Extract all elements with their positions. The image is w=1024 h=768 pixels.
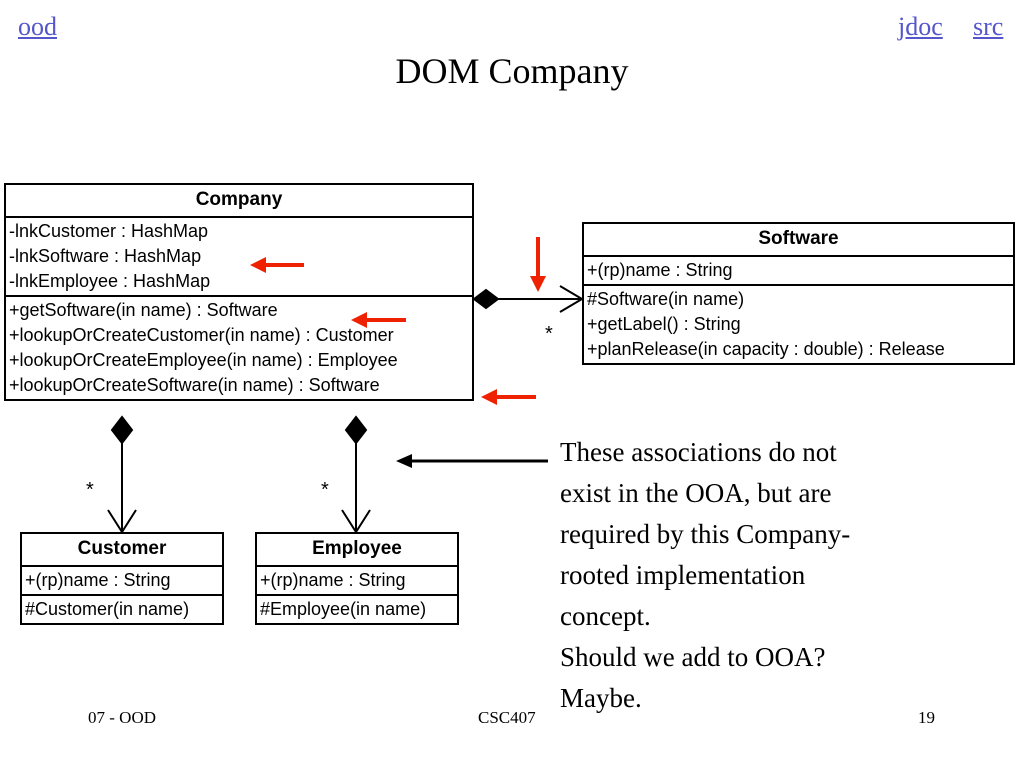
footer-page-number: 19	[918, 708, 935, 727]
note-line: rooted implementation	[560, 560, 806, 590]
attributes-section: +(rp)name : String	[584, 257, 1013, 286]
attribute: -lnkEmployee : HashMap	[9, 271, 211, 291]
company-customer-association	[107, 415, 137, 534]
class-name: Employee	[257, 534, 457, 567]
operation: +lookupOrCreateCustomer(in name) : Custo…	[9, 325, 394, 345]
software-multiplicity: *	[545, 323, 553, 345]
attributes-section: -lnkCustomer : HashMap -lnkSoftware : Ha…	[6, 218, 472, 297]
operation: +lookupOrCreateSoftware(in name) : Softw…	[9, 375, 380, 395]
operation: #Employee(in name)	[260, 599, 427, 619]
operation: +planRelease(in capacity : double) : Rel…	[587, 339, 945, 359]
class-name: Company	[6, 185, 472, 218]
slide-title: DOM Company	[395, 51, 629, 91]
operation: #Customer(in name)	[25, 599, 190, 619]
operation: +lookupOrCreateEmployee(in name) : Emplo…	[9, 350, 398, 370]
software-class-box: Software +(rp)name : String #Software(in…	[582, 222, 1015, 365]
note-line: exist in the OOA, but are	[560, 478, 832, 508]
attribute: -lnkCustomer : HashMap	[9, 221, 209, 241]
company-class-box: Company -lnkCustomer : HashMap -lnkSoftw…	[4, 183, 474, 401]
highlight-arrow-icon	[250, 257, 304, 273]
operations-section: #Customer(in name)	[22, 596, 222, 623]
ood-link[interactable]: ood	[18, 12, 57, 41]
class-name: Software	[584, 224, 1013, 257]
note-line: concept.	[560, 601, 651, 631]
highlight-arrow-icon	[351, 312, 406, 328]
attribute: +(rp)name : String	[25, 570, 171, 590]
annotation-note: These associations do not exist in the O…	[560, 432, 960, 719]
src-link[interactable]: src	[973, 12, 1004, 41]
footer-course-code: CSC407	[478, 708, 536, 727]
customer-multiplicity: *	[86, 479, 94, 501]
note-line: required by this Company-	[560, 519, 851, 549]
employee-class-box: Employee +(rp)name : String #Employee(in…	[255, 532, 459, 625]
attributes-section: +(rp)name : String	[257, 567, 457, 596]
class-name: Customer	[22, 534, 222, 567]
company-software-association	[472, 285, 584, 313]
operations-section: #Software(in name) +getLabel() : String …	[584, 286, 1013, 363]
attributes-section: +(rp)name : String	[22, 567, 222, 596]
operations-section: +getSoftware(in name) : Software +lookup…	[6, 297, 472, 399]
operation: +getSoftware(in name) : Software	[9, 300, 278, 320]
highlight-arrow-icon	[481, 389, 536, 405]
jdoc-link[interactable]: jdoc	[898, 12, 943, 41]
note-line: Should we add to OOA?	[560, 642, 826, 672]
company-employee-association	[341, 415, 371, 534]
operations-section: #Employee(in name)	[257, 596, 457, 623]
footer-course-section: 07 - OOD	[88, 708, 156, 727]
attribute: +(rp)name : String	[587, 260, 733, 280]
note-line: These associations do not	[560, 437, 837, 467]
pointer-arrow-icon	[396, 454, 548, 468]
employee-multiplicity: *	[321, 479, 329, 501]
highlight-arrow-icon	[530, 237, 546, 292]
attribute: +(rp)name : String	[260, 570, 406, 590]
operation: +getLabel() : String	[587, 314, 741, 334]
note-line: Maybe.	[560, 683, 642, 713]
operation: #Software(in name)	[587, 289, 745, 309]
attribute: -lnkSoftware : HashMap	[9, 246, 202, 266]
